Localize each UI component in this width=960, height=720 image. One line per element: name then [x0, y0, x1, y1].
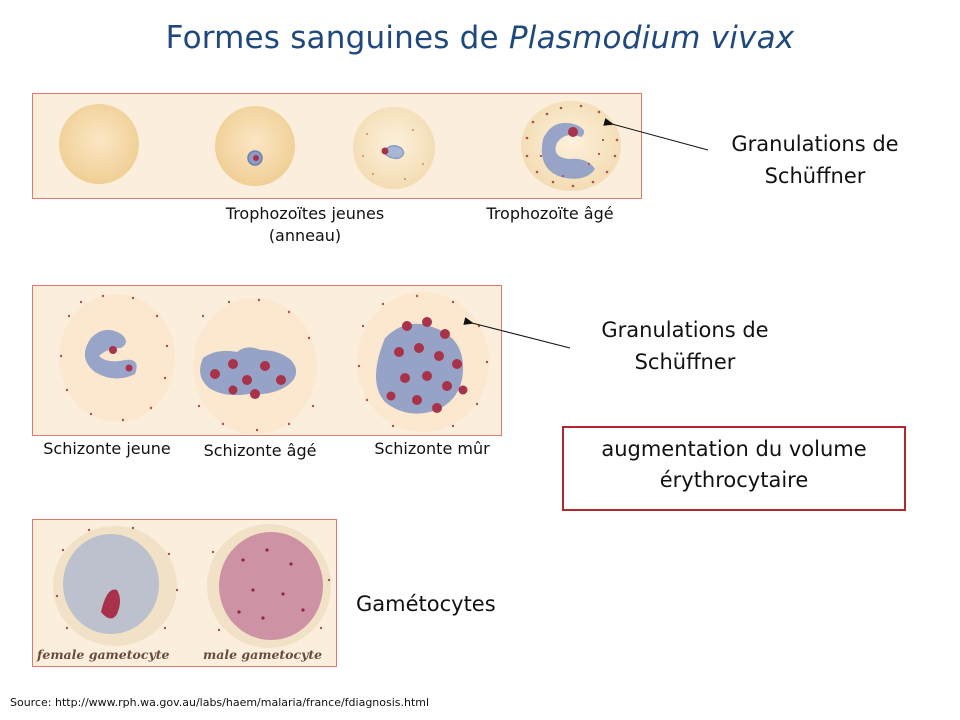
- source-citation: Source: http://www.rph.wa.gov.au/labs/ha…: [10, 696, 430, 709]
- gametocyte-illustration: [53, 524, 331, 648]
- female-gametocyte-nucleus: [101, 589, 120, 619]
- gametocyte-panel: female gametocyte male gametocyte: [32, 519, 337, 667]
- old-trophozoite: [541, 122, 595, 179]
- schizont-panel: [32, 285, 502, 436]
- old-trophozoite-label: Trophozoïte âgé: [486, 204, 614, 223]
- schuffner-annotation-2: Granulations de Schüffner: [601, 318, 769, 374]
- old-schizont: [200, 347, 297, 396]
- schizont-illustration: [59, 292, 489, 434]
- species-name: Plasmodium vivax: [508, 20, 795, 56]
- red-cell-ring-1: [215, 106, 295, 186]
- young-trophozoite-label: Trophozoïtes jeunes (anneau): [225, 204, 385, 245]
- male-gametocyte: [219, 532, 323, 640]
- young-schizont: [84, 329, 137, 379]
- trophozoite-panel: [32, 93, 642, 199]
- young-schizont-label: Schizonte jeune: [43, 439, 171, 458]
- ring-trophozoite-2: [381, 145, 405, 160]
- normal-red-cell: [59, 104, 139, 184]
- mature-schizont: [376, 323, 463, 414]
- page-title: Formes sanguines de Plasmodium vivax: [165, 20, 795, 56]
- male-gametocyte-label: male gametocyte: [203, 647, 323, 662]
- old-schizont-label: Schizonte âgé: [203, 441, 317, 460]
- trophozoite-illustration: [59, 101, 621, 191]
- young-schizont-cell: [59, 294, 175, 422]
- female-gametocyte: [63, 534, 159, 634]
- schuffner-annotation-1: Granulations de Schüffner: [731, 132, 899, 188]
- mature-schizont-label: Schizonte mûr: [374, 439, 490, 458]
- female-gametocyte-label: female gametocyte: [37, 647, 170, 662]
- volume-increase-note: augmentation du volume érythrocytaire: [562, 426, 906, 511]
- red-cell-old-trophozoite: [521, 101, 621, 191]
- gametocytes-caption: Gamétocytes: [356, 592, 496, 616]
